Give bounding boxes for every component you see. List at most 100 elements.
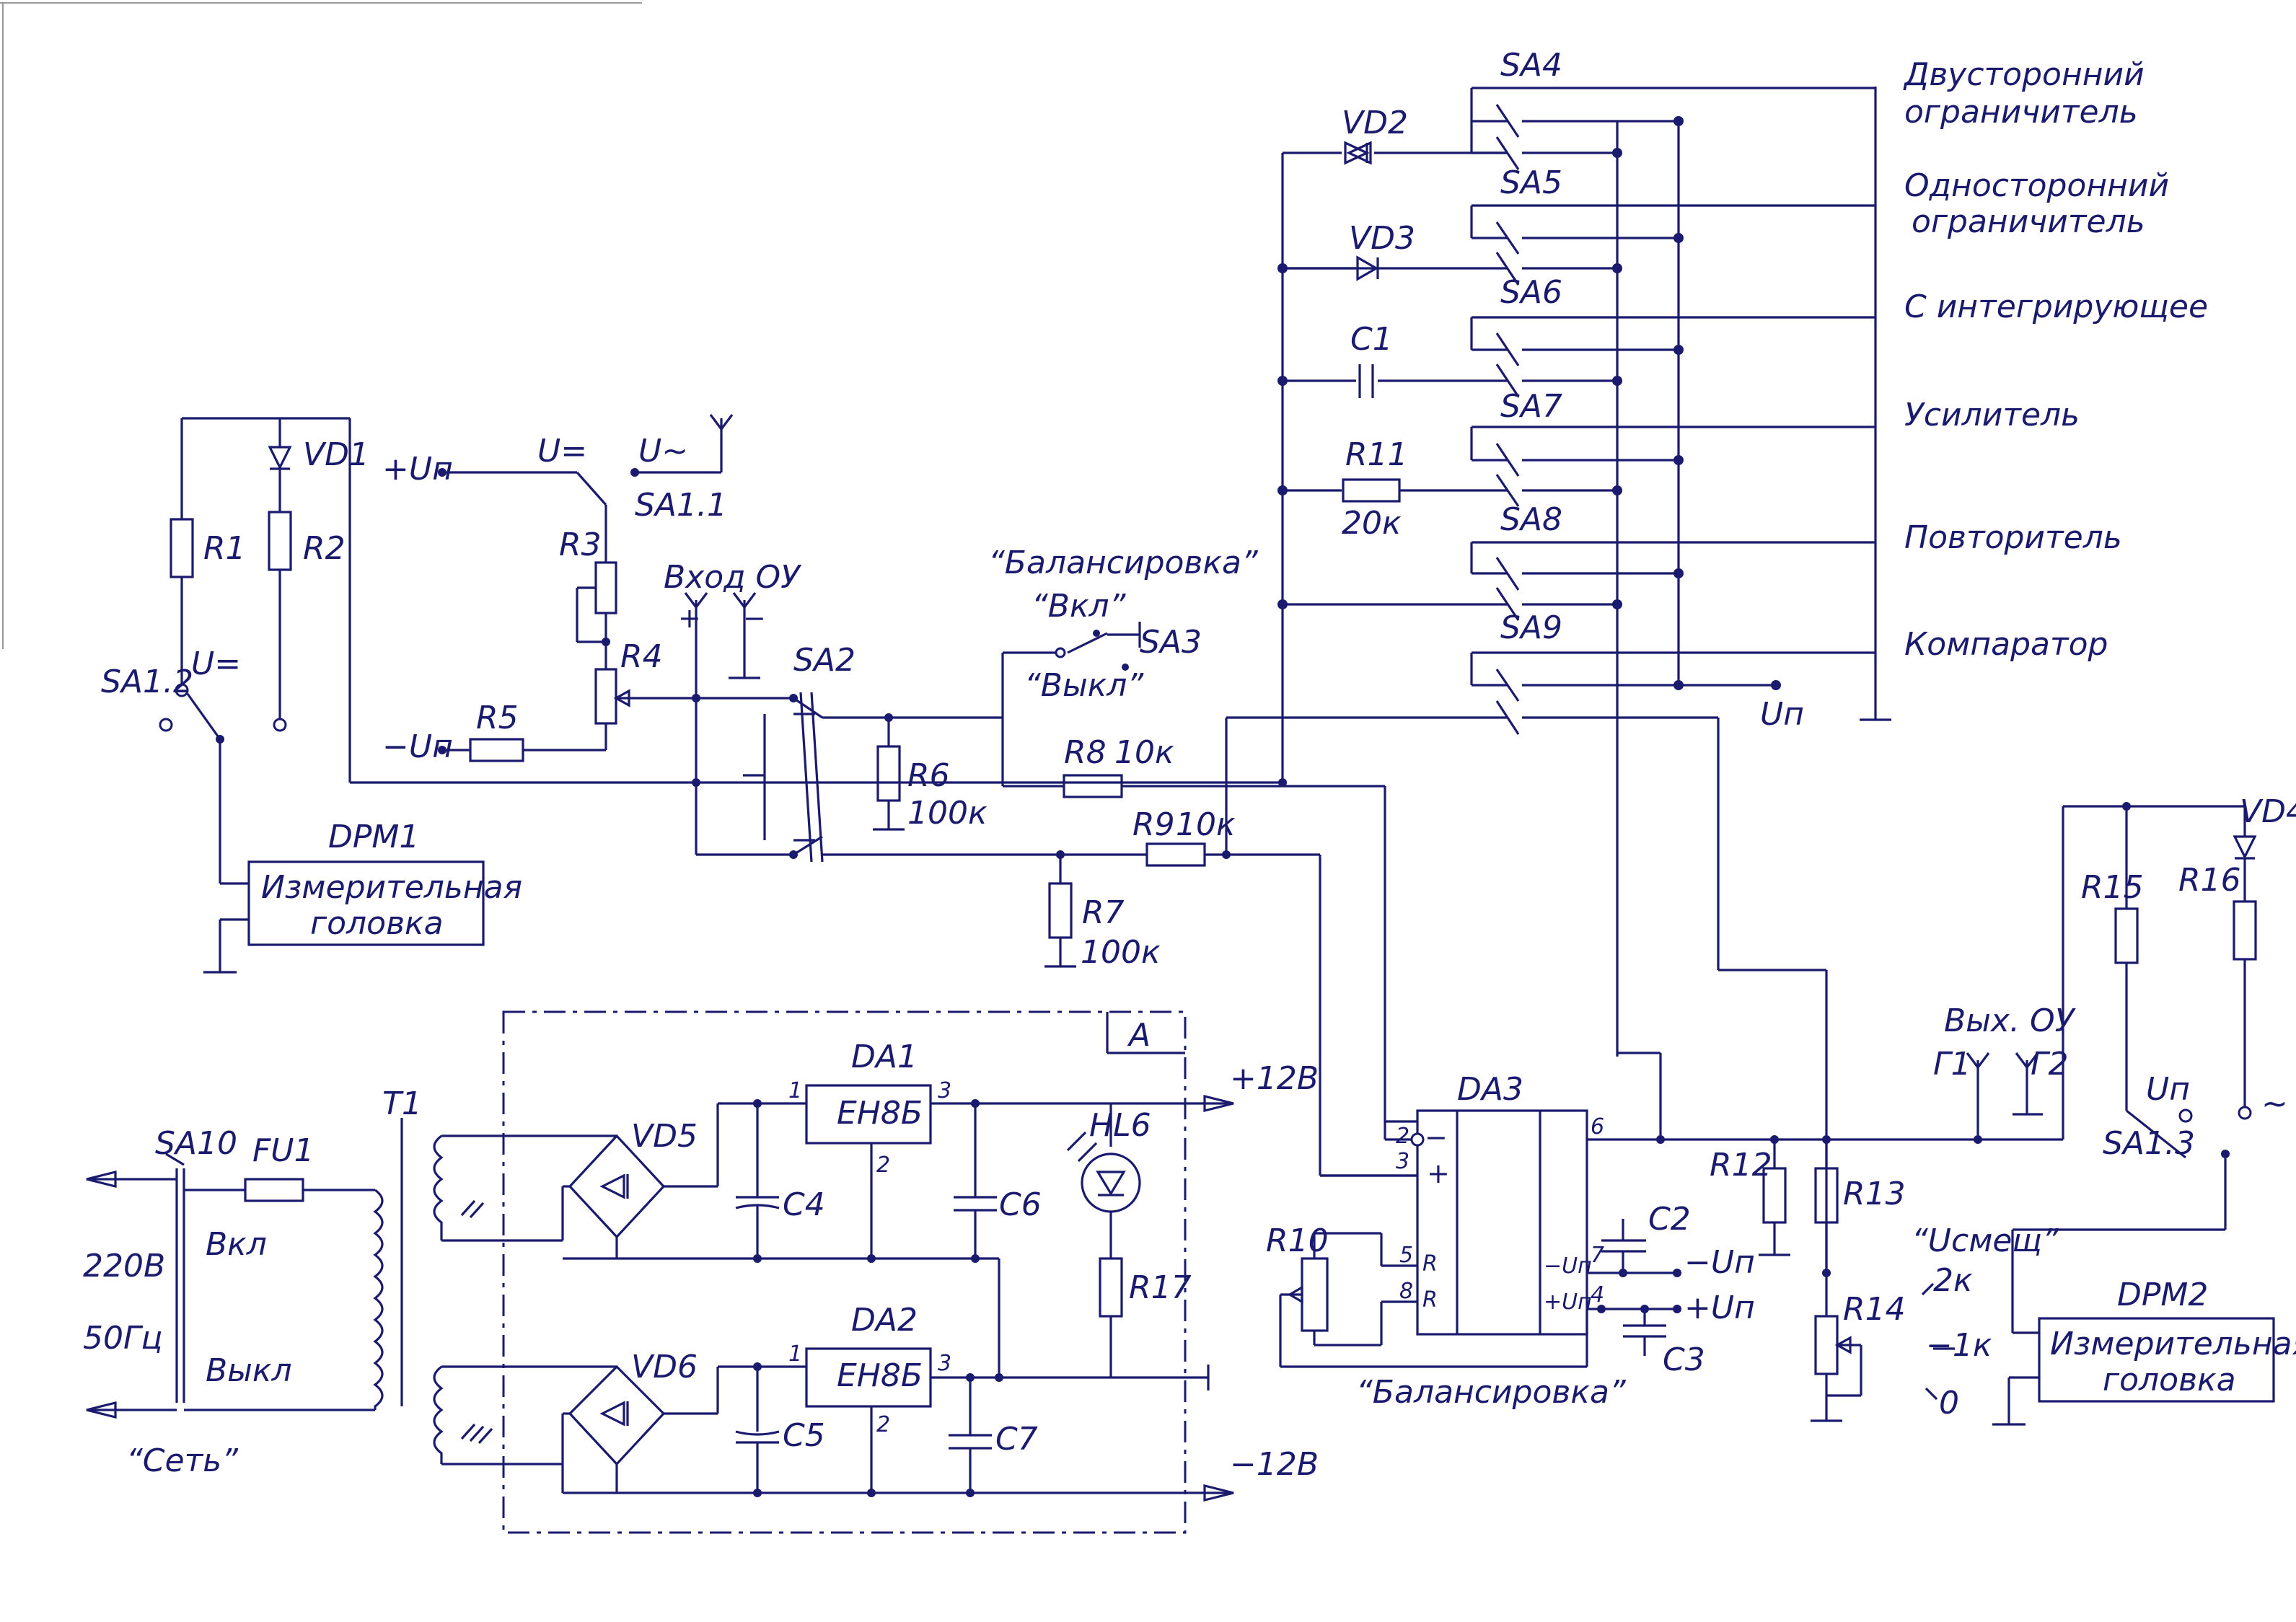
da3-pin-plus: + [1427, 1158, 1450, 1189]
da1-pin1: 1 [788, 1078, 802, 1103]
vhod-minus: − [743, 602, 766, 634]
sa1-3-label: SA1.3 [2103, 1125, 2195, 1162]
da3-pin-r8: R [1422, 1287, 1438, 1313]
r5-label: R5 [476, 700, 519, 736]
output-section [1759, 802, 2275, 1426]
vd5-label: VD5 [631, 1118, 698, 1155]
u-dc-label-2: U= [191, 645, 241, 682]
da3-pin8: 8 [1399, 1279, 1413, 1304]
r17-label: R17 [1129, 1269, 1192, 1306]
da3-pin6: 6 [1591, 1114, 1604, 1140]
vhod-plus: + [678, 602, 701, 634]
sa7-label: SA7 [1500, 388, 1562, 425]
mode-label-follower: Повторитель [1904, 519, 2122, 556]
hl6-label: HL6 [1089, 1107, 1151, 1144]
r12-label: R12 [1710, 1147, 1772, 1184]
da3-pin-r5: R [1422, 1251, 1438, 1277]
v220-label: 220В [83, 1248, 165, 1284]
c7-label: C7 [995, 1421, 1038, 1458]
r15-label: R15 [2081, 869, 2144, 906]
da1-label: DA1 [851, 1039, 918, 1075]
mode-label-two-sided-1: Двусторонний [1903, 56, 2145, 93]
sa4-label: SA4 [1500, 47, 1562, 84]
r8-label: R8 [1064, 734, 1107, 771]
r16-label: R16 [2178, 862, 2241, 899]
dpm1-label: DPM1 [328, 819, 419, 855]
fu1-label: FU1 [252, 1132, 315, 1169]
balance-label-bottom: “Балансировка” [1356, 1374, 1627, 1411]
da3-pin3: 3 [1396, 1149, 1409, 1174]
da3-pin-minus: − [1425, 1121, 1448, 1153]
mode-switch-bank [1226, 87, 1891, 1273]
vhod-ou-label: Вход ОУ [664, 559, 802, 596]
k2-label: 2к [1933, 1262, 1973, 1299]
up13-label: Uп [2146, 1071, 2190, 1108]
block-a-label: A [1127, 1017, 1151, 1054]
sa2-label: SA2 [793, 642, 855, 679]
dpm1-text-2: головка [310, 905, 444, 942]
sa3-label: SA3 [1140, 624, 1202, 661]
r8-value: 10к [1114, 734, 1174, 771]
c1-label: C1 [1350, 321, 1393, 358]
ismesh-label: “Uсмещ” [1912, 1222, 2059, 1259]
da2-pin3: 3 [938, 1351, 951, 1376]
r2-label: R2 [303, 530, 346, 567]
ext-minus-up-label: −Uп [1684, 1244, 1755, 1281]
mode-label-one-sided-1: Односторонний [1904, 167, 2169, 204]
zero-label: 0 [1939, 1385, 1959, 1422]
da3-plus-up: +Uп [1544, 1290, 1592, 1315]
set-label: “Сеть” [126, 1442, 239, 1479]
mode-label-integrator: С интегрирующее [1904, 288, 2208, 325]
da2-pin1: 1 [788, 1341, 802, 1367]
r11-value: 20к [1342, 505, 1402, 542]
minus-up-label: −Uп [382, 728, 453, 765]
vyh-ou-label: Вых. ОУ [1944, 1002, 2077, 1039]
sa6-label: SA6 [1500, 274, 1562, 311]
r6-label: R6 [907, 757, 950, 794]
mode-label-amplifier: Усилитель [1904, 397, 2080, 433]
u-ac-label: U~ [638, 433, 688, 470]
c4-label: C4 [783, 1186, 825, 1223]
r1-label: R1 [203, 530, 246, 567]
power-supply [86, 1010, 1234, 1534]
da2-chip: ЕН8Б [837, 1357, 923, 1394]
sa1-2-label: SA1.2 [101, 664, 193, 700]
vykl-mains-label: Выкл [206, 1352, 292, 1389]
c5-label: C5 [783, 1417, 825, 1454]
g1-label: Г1 [1933, 1046, 1971, 1083]
dpm2-text-2: головка [2103, 1362, 2236, 1398]
u-dc-label: U= [537, 433, 587, 470]
vkl-mains-label: Вкл [206, 1226, 267, 1263]
r9-label: R9 [1132, 806, 1175, 843]
vd3-label: VD3 [1349, 220, 1415, 257]
mode-label-comparator: Компаратор [1904, 626, 2108, 663]
da3-minus-up: −Uп [1544, 1253, 1592, 1279]
da3-label: DA3 [1457, 1071, 1523, 1108]
input-section [159, 414, 1417, 1177]
vykl-label: “Выкл” [1024, 667, 1144, 704]
da3-pin5: 5 [1399, 1243, 1413, 1268]
r14-label: R14 [1843, 1291, 1906, 1328]
da2-label: DA2 [851, 1302, 918, 1339]
r3-label: R3 [559, 526, 602, 563]
sa1-1-label: SA1.1 [635, 487, 727, 524]
r4-label: R4 [620, 638, 663, 675]
sa10-label: SA10 [155, 1125, 237, 1162]
da3-pin2: 2 [1396, 1124, 1409, 1149]
vd6-label: VD6 [631, 1349, 698, 1385]
r7-value: 100к [1081, 934, 1161, 971]
tilde-label: ~ [2261, 1085, 2288, 1122]
dpm2-text-1: Измерительная [2050, 1326, 2296, 1362]
r11-label: R11 [1345, 436, 1408, 473]
hz50-label: 50Гц [83, 1320, 162, 1357]
t1-label: T1 [382, 1085, 422, 1122]
c2-label: C2 [1648, 1201, 1691, 1238]
da3-opamp [1279, 805, 2245, 1368]
plus12-label: +12В [1230, 1060, 1319, 1097]
r10-label: R10 [1266, 1222, 1329, 1259]
r13-label: R13 [1843, 1176, 1906, 1212]
vkl-label: “Вкл” [1032, 588, 1127, 625]
c3-label: C3 [1663, 1341, 1705, 1378]
da3-pin7: 7 [1591, 1243, 1604, 1268]
